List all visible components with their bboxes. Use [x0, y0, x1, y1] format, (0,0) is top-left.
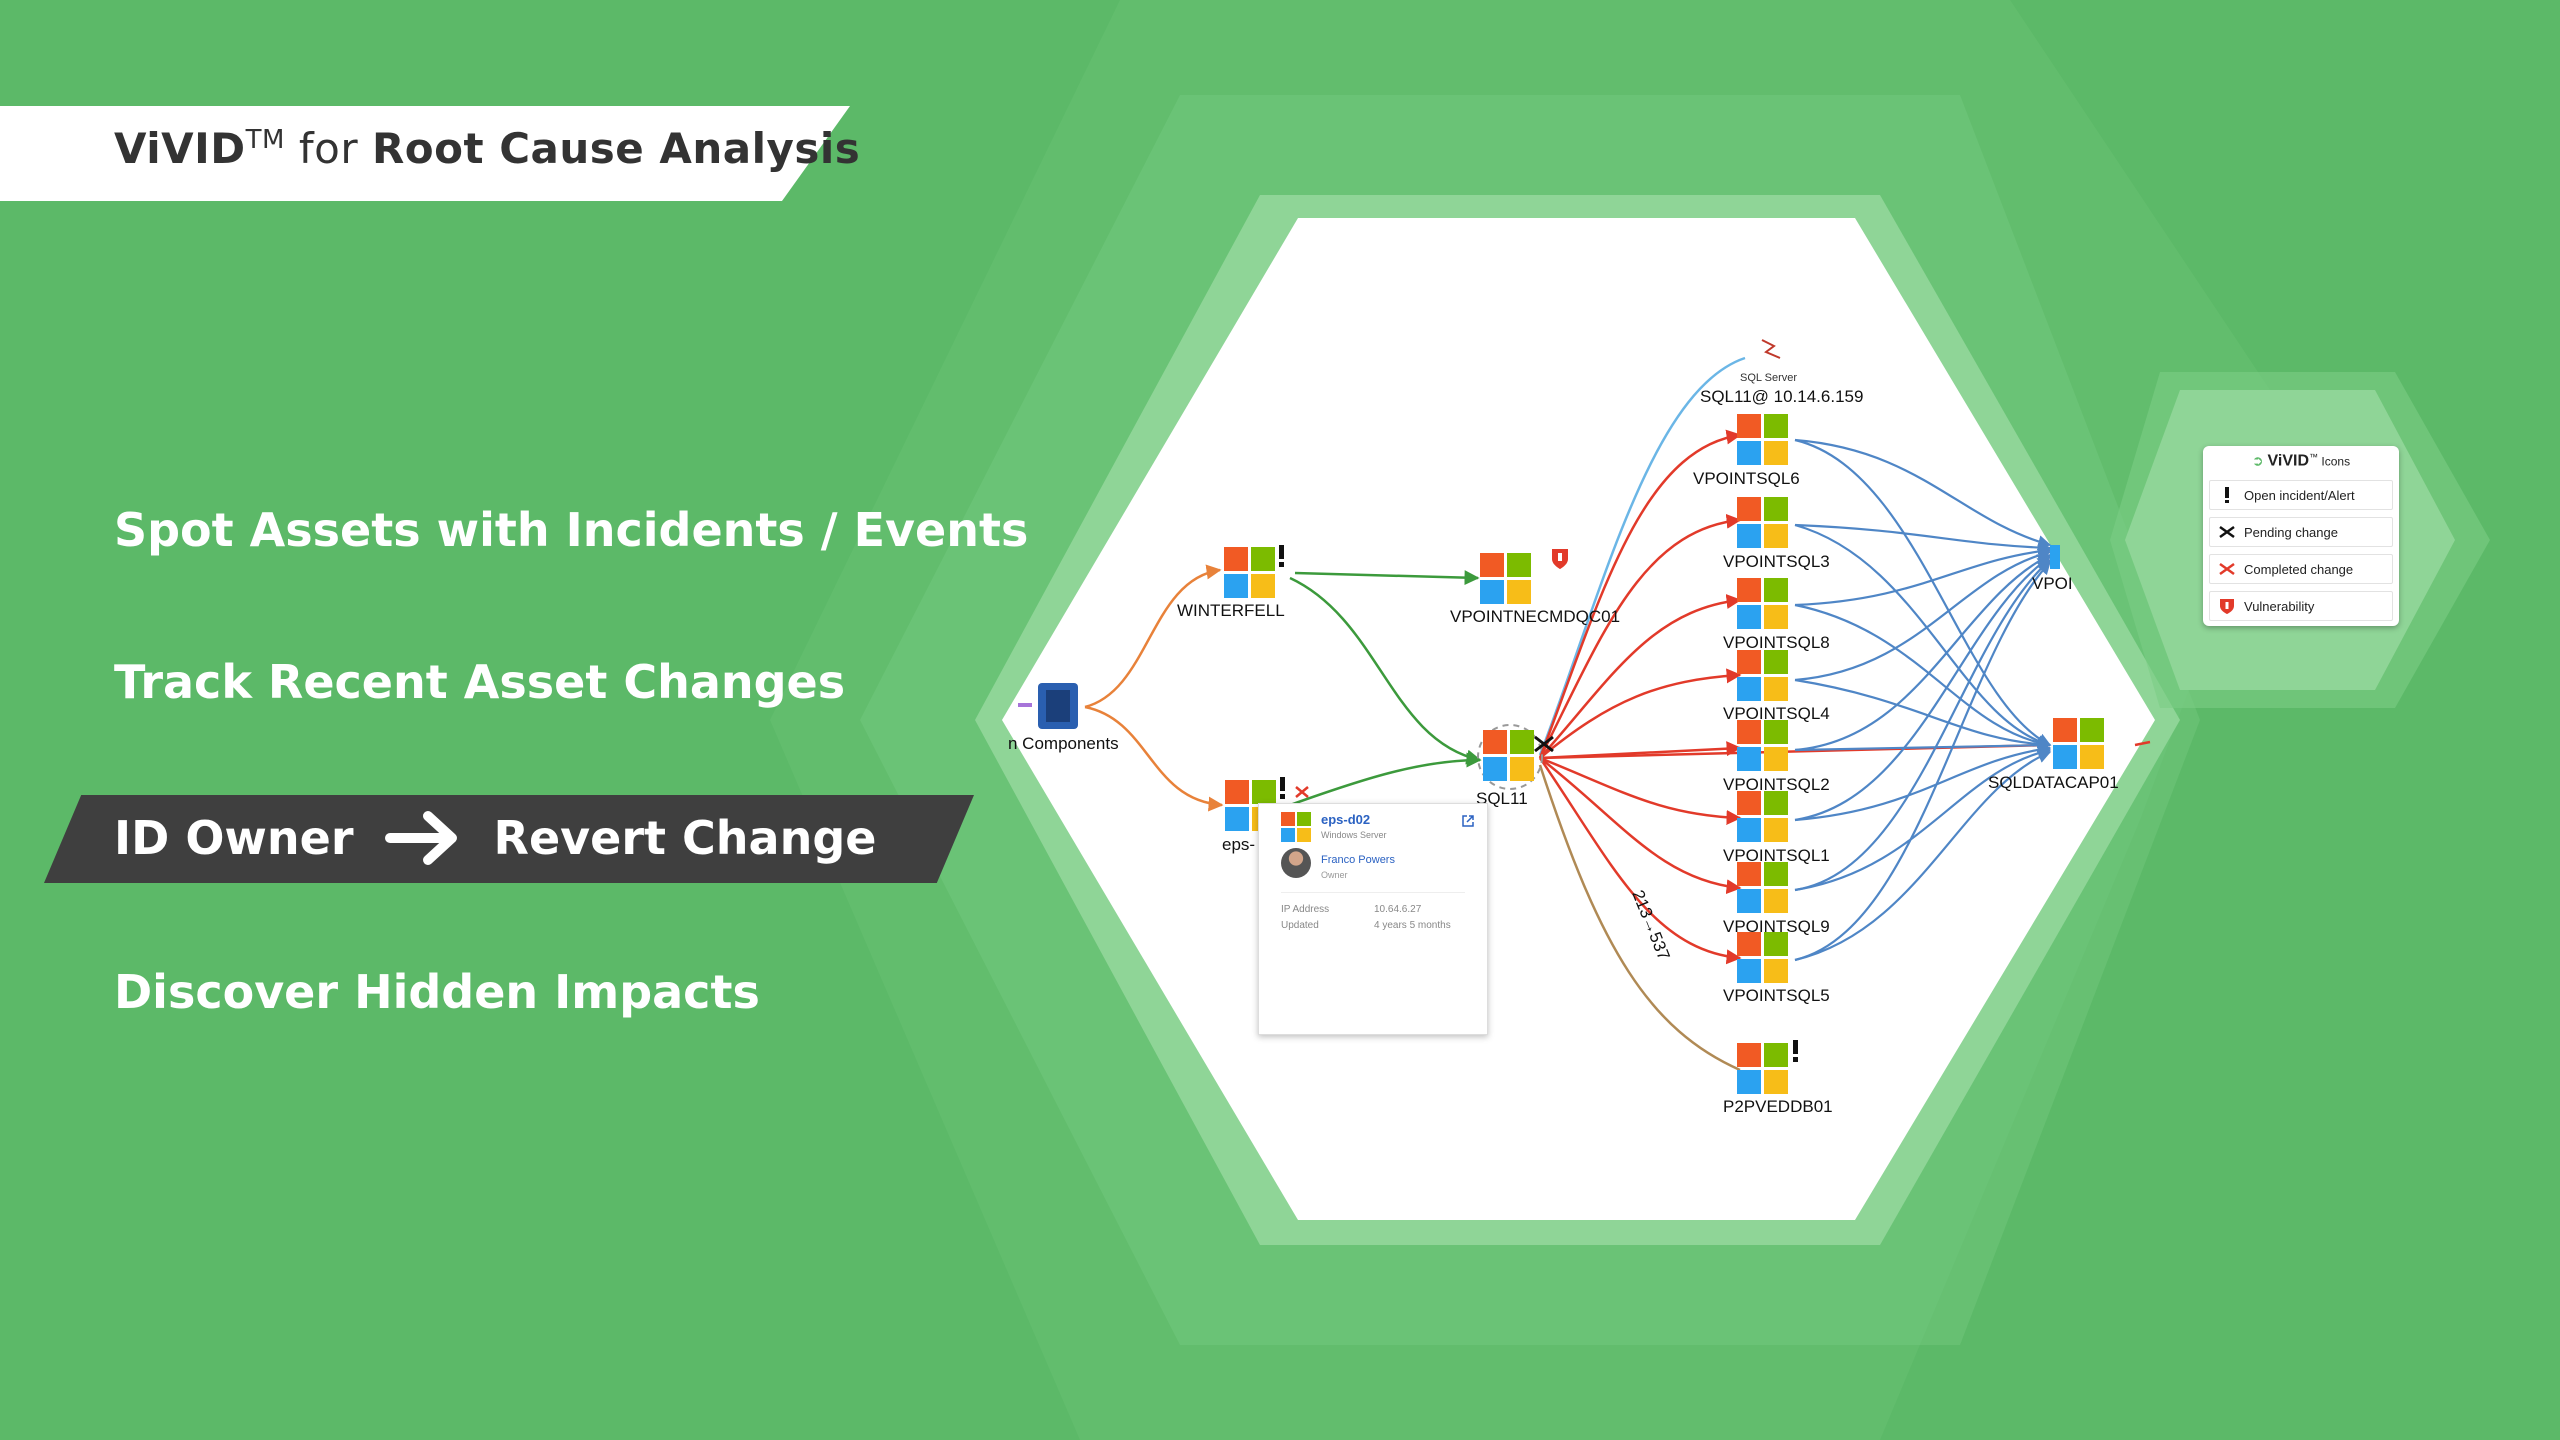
node-label: VPOINTSQL5 [1723, 986, 1830, 1005]
node-label: VPOINTNECMDQC01 [1450, 607, 1620, 626]
node-p2pveddb01[interactable]: P2PVEDDB01 [1723, 1040, 1833, 1116]
node-label: SQLDATACAP01 [1988, 773, 2119, 792]
node-sqlserver[interactable]: SQL Server SQL11@ 10.14.6.159 [1700, 339, 1863, 406]
owner-role: Owner [1321, 870, 1348, 880]
edges-orange [1084, 564, 1224, 812]
node-vpointsql9[interactable]: VPOINTSQL9 [1723, 862, 1830, 936]
node-vpointnecmdqc01[interactable]: VPOINTNECMDQC01 [1450, 549, 1620, 626]
external-link-icon[interactable] [1461, 814, 1475, 828]
ip-label: IP Address [1281, 904, 1330, 915]
incident-icon [1280, 777, 1285, 791]
node-vpoi[interactable]: VPOI [2032, 545, 2073, 593]
node-label: VPOINTSQL3 [1723, 552, 1830, 571]
legend-row-completed: Completed change [2209, 554, 2393, 584]
feature-id-owner: ID Owner [114, 811, 354, 865]
shield-icon [2220, 599, 2234, 614]
node-vpointsql5[interactable]: VPOINTSQL5 [1723, 932, 1830, 1005]
legend-title: ➲ ViVID™ Icons [2251, 452, 2351, 470]
legend-label: Vulnerability [2244, 598, 2315, 614]
node-sql11[interactable]: SQL11 [1476, 724, 1554, 808]
owner-name[interactable]: Franco Powers [1321, 854, 1395, 866]
node-vpointsql6[interactable]: VPOINTSQL6 [1693, 414, 1800, 488]
node-label: WINTERFELL [1177, 601, 1285, 620]
node-vpointsql2[interactable]: VPOINTSQL2 [1723, 720, 1830, 794]
edges-blue [1794, 438, 2052, 962]
node-label: VPOINTSQL8 [1723, 633, 1830, 652]
edge-sqlserver [1538, 356, 1746, 756]
legend-row-vulnerability: Vulnerability [2209, 591, 2393, 621]
node-vpointsql4[interactable]: VPOINTSQL4 [1723, 650, 1830, 723]
node-winterfell[interactable]: WINTERFELL [1177, 545, 1285, 620]
ip-value: 10.64.6.27 [1374, 904, 1422, 915]
node-label: eps- [1222, 835, 1255, 854]
page-title: ViVIDTM for Root Cause Analysis [114, 124, 861, 173]
node-eps[interactable]: eps- [1222, 777, 1309, 854]
node-components[interactable]: n Components [1008, 683, 1119, 753]
incident-icon [1279, 545, 1284, 559]
node-label: SQL11 [1476, 789, 1528, 808]
node-sqldatacap01[interactable]: SQLDATACAP01 [1988, 718, 2119, 792]
incident-icon [1793, 1040, 1798, 1054]
node-label: VPOINTSQL4 [1723, 704, 1830, 723]
updated-value: 4 years 5 months [1374, 920, 1451, 931]
asset-type: Windows Server [1321, 830, 1387, 840]
icons-legend: ➲ ViVID™ Icons Open incident/Alert Pendi… [2203, 446, 2399, 626]
edges-green [1289, 570, 1482, 807]
pending-change-icon [2219, 525, 2235, 539]
node-label: SQL11@ 10.14.6.159 [1700, 387, 1863, 406]
legend-row-incident: Open incident/Alert [2209, 480, 2393, 510]
node-vpointsql3[interactable]: VPOINTSQL3 [1723, 497, 1830, 571]
updated-label: Updated [1281, 920, 1319, 931]
edges-red [1538, 429, 2151, 965]
legend-label: Completed change [2244, 561, 2354, 577]
legend-label: Pending change [2244, 524, 2338, 540]
node-vpointsql1[interactable]: VPOINTSQL1 [1723, 791, 1830, 865]
completed-change-icon [2219, 562, 2235, 576]
divider [1281, 892, 1465, 893]
node-vpointsql8[interactable]: VPOINTSQL8 [1723, 578, 1830, 652]
completed-change-icon [1534, 735, 1554, 753]
feature-spot-assets: Spot Assets with Incidents / Events [114, 503, 1029, 557]
title-banner [0, 106, 850, 201]
asset-popup-card[interactable]: eps-d02 Windows Server Franco Powers Own… [1258, 803, 1488, 1035]
right-arrow-icon [384, 811, 457, 865]
sqlserver-logo-text: SQL Server [1740, 372, 1797, 384]
legend-row-pending: Pending change [2209, 517, 2393, 547]
node-label: VPOINTSQL2 [1723, 775, 1830, 794]
feature-revert-change: Revert Change [493, 811, 877, 865]
node-label: VPOINTSQL1 [1723, 846, 1830, 865]
legend-label: Open incident/Alert [2244, 487, 2355, 503]
node-label: n Components [1008, 734, 1119, 753]
pending-change-icon [1295, 786, 1309, 798]
node-label: VPOINTSQL6 [1693, 469, 1800, 488]
incident-icon [2225, 487, 2229, 503]
avatar [1281, 848, 1311, 878]
feature-id-owner-revert: ID Owner Revert Change [114, 808, 876, 868]
feature-track-changes: Track Recent Asset Changes [114, 655, 846, 709]
asset-name[interactable]: eps-d02 [1321, 812, 1371, 827]
edge-label: 213→537 [1628, 887, 1673, 962]
node-label: VPOI [2032, 574, 2073, 593]
active-feature-band [44, 795, 974, 883]
edge-p2pveddb01 [1538, 764, 1741, 1072]
feature-hidden-impacts: Discover Hidden Impacts [114, 965, 760, 1019]
node-label: P2PVEDDB01 [1723, 1097, 1833, 1116]
windows-icon [1281, 812, 1311, 842]
node-label: VPOINTSQL9 [1723, 917, 1830, 936]
